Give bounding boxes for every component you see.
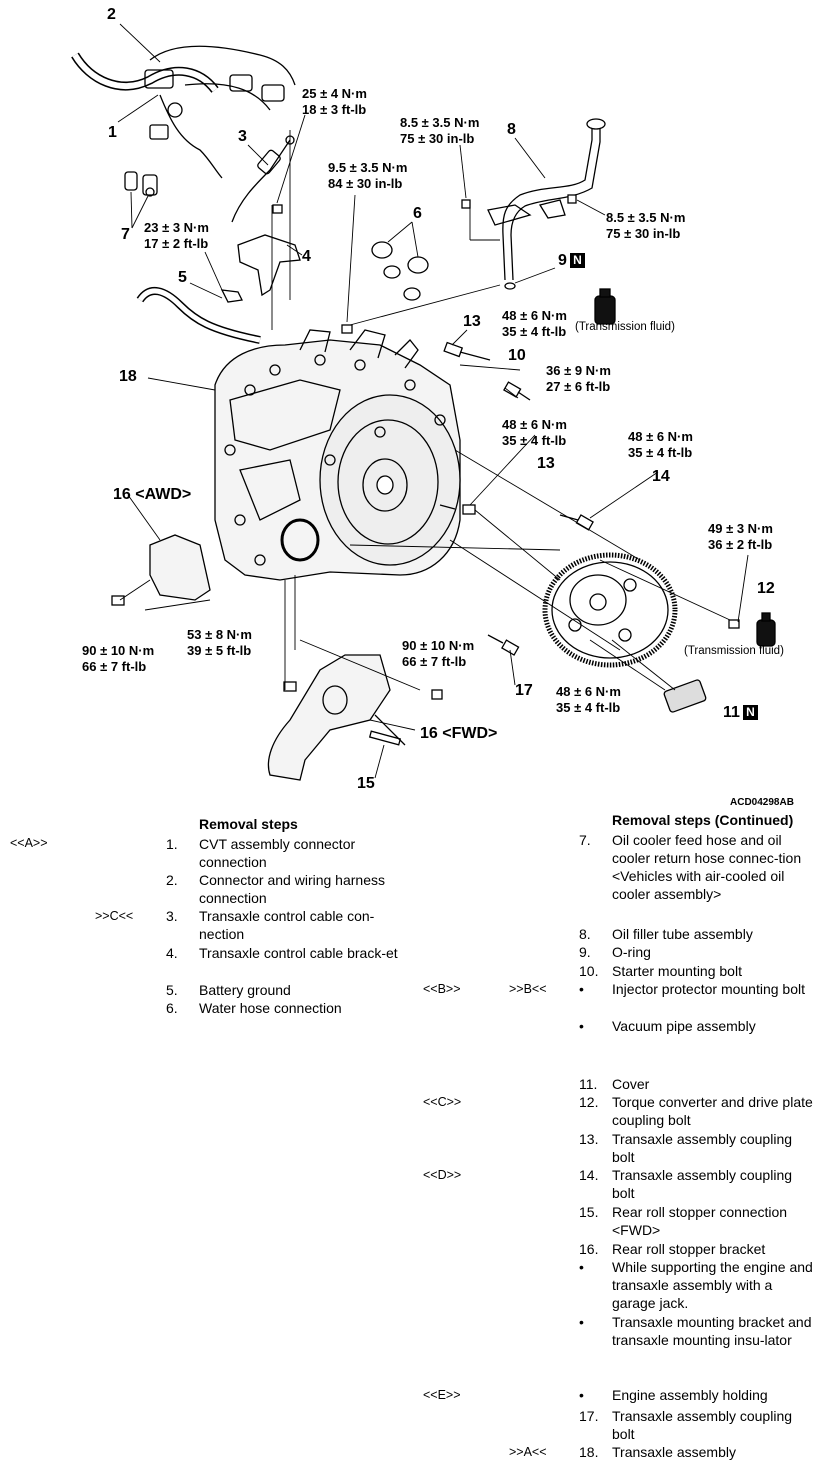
step-ref: >>C<< bbox=[95, 909, 134, 923]
step-ref: <<C>> bbox=[423, 1095, 462, 1109]
callout-12: 12 bbox=[757, 580, 775, 597]
step-item: 14.Transaxle assembly coupling bolt bbox=[579, 1167, 793, 1201]
step-item: 15.Rear roll stopper connection <FWD> bbox=[579, 1204, 788, 1238]
step-item: 2.Connector and wiring harness connectio… bbox=[166, 872, 385, 906]
callout-14: 14 bbox=[652, 468, 670, 485]
callout-16-awd: 16 <AWD> bbox=[113, 486, 192, 503]
callout-13b: 13 bbox=[537, 455, 555, 472]
callout-7: 7 bbox=[121, 226, 130, 243]
step-item: 12.Torque converter and drive plate coup… bbox=[579, 1094, 813, 1128]
callout-16-fwd: 16 <FWD> bbox=[420, 725, 498, 742]
step-item: 3.Transaxle control cable con-nection bbox=[166, 908, 375, 942]
step-item: 6.Water hose connection bbox=[166, 1000, 342, 1016]
cable-bracket-drawing bbox=[237, 234, 301, 297]
step-ref: <<A>> bbox=[10, 836, 48, 850]
step-item: 10.Starter mounting bolt bbox=[579, 963, 742, 979]
callout-4: 4 bbox=[302, 248, 311, 265]
callout-5: 5 bbox=[178, 269, 187, 286]
step-item: 16.Rear roll stopper bracket bbox=[579, 1241, 766, 1257]
step-item: 8.Oil filler tube assembly bbox=[579, 926, 753, 942]
battery-ground-drawing bbox=[220, 289, 243, 303]
step-ref: <<B>> bbox=[423, 982, 461, 996]
step-ref: <<E>> bbox=[423, 1388, 461, 1402]
step-item: •While supporting the engine and transax… bbox=[579, 1259, 813, 1311]
callout-13a: 13 bbox=[463, 313, 481, 330]
assembly-lines bbox=[117, 23, 749, 779]
bolts-drawing bbox=[111, 194, 740, 700]
fluid-label: (Transmission fluid) bbox=[575, 321, 675, 333]
awd-stopper-bracket-drawing bbox=[149, 534, 211, 601]
step-item: 9.O-ring bbox=[579, 944, 651, 960]
step-item: 7.Oil cooler feed hose and oil cooler re… bbox=[579, 832, 802, 902]
callout-6: 6 bbox=[413, 205, 422, 222]
step-item: 1.CVT assembly connector connection bbox=[166, 836, 356, 870]
oil-filler-tube-drawing bbox=[487, 118, 606, 290]
callout-18: 18 bbox=[119, 368, 137, 385]
step-ref: >>A<< bbox=[509, 1445, 547, 1459]
water-hose-clips-drawing bbox=[371, 241, 429, 301]
exploded-diagram bbox=[71, 23, 776, 781]
callout-1: 1 bbox=[108, 124, 117, 141]
step-item: •Vacuum pipe assembly bbox=[579, 1018, 756, 1034]
fwd-roll-stopper-drawing bbox=[267, 654, 406, 781]
hose-clamps-drawing bbox=[124, 171, 158, 197]
drive-plate-drawing bbox=[542, 552, 678, 668]
step-ref: >>B<< bbox=[509, 982, 547, 996]
callout-17: 17 bbox=[515, 682, 533, 699]
n-mark-icon: N bbox=[742, 705, 758, 721]
transaxle-body-drawing bbox=[214, 329, 461, 581]
callout-10: 10 bbox=[508, 347, 526, 364]
step-item: 4.Transaxle control cable brack-et bbox=[166, 945, 398, 961]
step-item: •Engine assembly holding bbox=[579, 1387, 768, 1403]
hose-drawing bbox=[136, 287, 261, 344]
step-ref: <<D>> bbox=[423, 1168, 462, 1182]
figure-id: ACD04298AB bbox=[730, 797, 794, 808]
step-item: 17.Transaxle assembly coupling bolt bbox=[579, 1408, 793, 1442]
callout-8: 8 bbox=[507, 121, 516, 138]
right-steps-header: Removal steps (Continued) bbox=[612, 812, 794, 828]
wiring-harness-drawing bbox=[71, 45, 296, 179]
n-mark-icon: N bbox=[569, 253, 585, 269]
callout-15: 15 bbox=[357, 775, 375, 792]
callout-3: 3 bbox=[238, 128, 247, 145]
cover-drawing bbox=[663, 679, 707, 713]
step-item: 11.Cover bbox=[579, 1076, 650, 1092]
step-item: •Transaxle mounting bracket and transaxl… bbox=[579, 1314, 812, 1348]
step-item: 18.Transaxle assembly bbox=[579, 1444, 736, 1460]
fluid-label: (Transmission fluid) bbox=[684, 645, 784, 657]
callout-2: 2 bbox=[107, 6, 116, 23]
fluid-bottle-icon bbox=[594, 288, 776, 647]
step-item: 5.Battery ground bbox=[166, 982, 291, 998]
left-steps-header: Removal steps bbox=[199, 816, 298, 832]
step-item: •Injector protector mounting bolt bbox=[579, 981, 805, 997]
step-item: 13.Transaxle assembly coupling bolt bbox=[579, 1131, 793, 1165]
